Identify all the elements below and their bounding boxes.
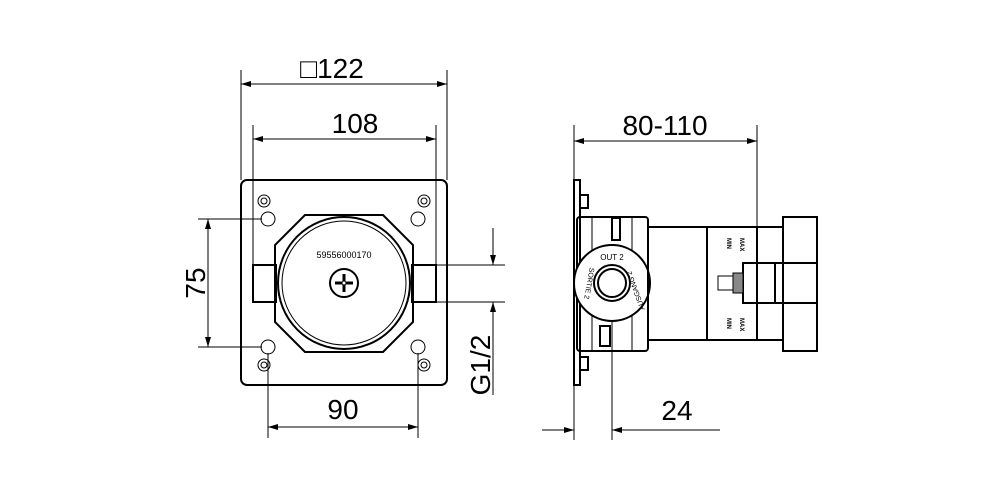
screw-icon — [329, 268, 359, 298]
svg-text:MIN: MIN — [725, 238, 731, 249]
front-view: 59556000170 □122 108 75 90 G1/2 — [180, 53, 505, 438]
port-label-top: OUT 2 — [600, 253, 624, 262]
screw-holes — [257, 194, 431, 372]
min-max-marks: MIN MAX MIN MAX — [725, 238, 744, 331]
dim-hole-horizontal: 90 — [327, 394, 358, 425]
dim-hole-vertical: 75 — [180, 267, 211, 298]
dim-width-inner: 108 — [332, 108, 379, 139]
handle-knob — [782, 216, 818, 352]
left-tab — [252, 264, 277, 303]
dim-plate-square: □122 — [300, 53, 364, 84]
svg-text:MAX: MAX — [738, 318, 744, 331]
mounting-plate — [240, 179, 448, 386]
dim-offset: 24 — [661, 395, 692, 426]
right-tab — [411, 264, 437, 303]
part-number: 59556000170 — [316, 250, 371, 260]
dim-thread: G1/2 — [465, 335, 496, 396]
side-view: OUT 2 SORTIE 2 AUSGANG 2 MIN MAX MIN MAX… — [542, 110, 818, 440]
svg-text:MIN: MIN — [725, 318, 731, 329]
svg-text:MAX: MAX — [738, 238, 744, 251]
dim-depth-range: 80-110 — [622, 110, 707, 141]
